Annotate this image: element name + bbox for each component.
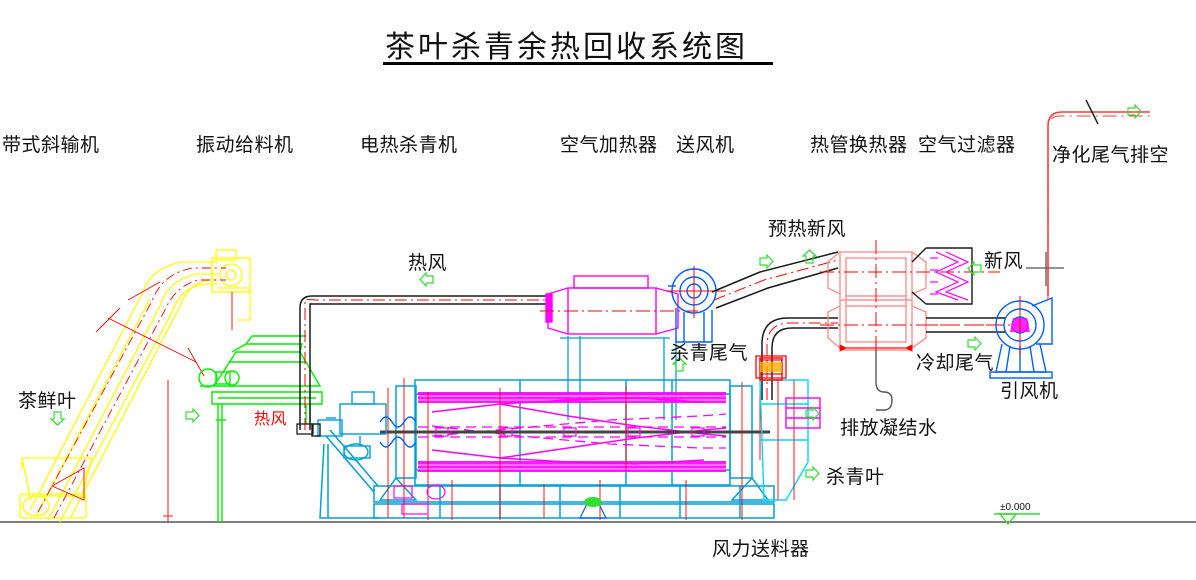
vibrating-feeder-graphic	[198, 335, 323, 522]
fixation-exhaust-hood-fill	[760, 362, 782, 372]
fixation-exhaust-hood	[755, 355, 787, 379]
label-induced-draft-fan: 引风机	[1000, 380, 1059, 402]
exhaust-stack-break-symbol	[1085, 99, 1099, 125]
label-cooled-exhaust-gas: 冷却尾气	[916, 352, 995, 374]
label-electric-fixation-machine: 电热杀青机	[360, 134, 458, 156]
blower-fan-graphic	[668, 268, 717, 343]
label-purified-exhaust-vent: 净化尾气排空	[1052, 144, 1170, 166]
air-heater-graphic	[545, 275, 679, 335]
label-hot-air-duct: 热风	[408, 252, 448, 274]
preheated-fresh-air-duct	[711, 251, 839, 309]
label-blower-fan: 送风机	[676, 134, 735, 156]
fixation-drum-helix-dashed	[418, 413, 727, 449]
label-fresh-air: 新风	[984, 250, 1024, 272]
label-air-heater: 空气加热器	[560, 134, 658, 156]
hot-air-duct	[296, 295, 548, 435]
fixation-machine-gearbox	[393, 484, 446, 515]
air-filter-media	[930, 251, 970, 301]
conveyor-centerline	[37, 267, 226, 519]
fixation-drum-heating-bands	[418, 392, 726, 472]
heat-pipe-exchanger-graphic	[827, 251, 927, 351]
label-vibrating-feeder: 振动给料机	[196, 134, 294, 156]
cooled-exhaust-duct	[926, 317, 1006, 333]
elevation-marker-text: ±0.000	[1000, 502, 1031, 513]
induced-draft-fan-graphic	[989, 296, 1053, 379]
air-heater-support	[560, 336, 677, 420]
label-hot-air-left: 热风	[254, 409, 288, 428]
discharge-hopper-inner	[777, 380, 795, 500]
condensate-drain-pipe	[875, 350, 893, 411]
label-fresh-tea-leaves: 茶鲜叶	[18, 390, 77, 412]
conveyor-dim-lines	[50, 281, 233, 522]
label-fixation-exhaust-gas: 杀青尾气	[670, 342, 749, 364]
belt-incline-conveyor-graphic	[19, 249, 251, 523]
label-pneumatic-feeder: 风力送料器	[712, 538, 810, 560]
label-air-filter: 空气过滤器	[918, 134, 1016, 156]
label-fixated-leaves: 杀青叶	[826, 466, 885, 488]
elevation-marker-symbol	[994, 513, 1040, 526]
fresh-air-inlet-line	[1026, 252, 1064, 286]
fixation-exhaust-duct	[761, 317, 838, 400]
fixation-machine-drive	[311, 391, 417, 461]
bottom-support-cap	[584, 497, 602, 507]
label-preheated-fresh-air: 预热新风	[768, 218, 847, 240]
drawing-title: 茶叶杀青余热回收系统图	[385, 30, 748, 65]
label-belt-incline-conveyor: 带式斜输机	[2, 134, 100, 156]
heat-exchanger-dim	[839, 344, 913, 352]
fixation-machine-construction-lines	[387, 378, 761, 520]
label-condensate-discharge: 排放凝结水	[840, 417, 938, 439]
exhaust-stack	[1047, 111, 1150, 296]
label-heat-pipe-exchanger: 热管换热器	[810, 134, 908, 156]
air-filter-graphic	[911, 247, 973, 305]
title-underline	[383, 62, 773, 65]
exhaust-stack-centerline	[1047, 115, 1150, 300]
discharge-hopper	[759, 379, 809, 501]
blower-fan-centerline	[666, 266, 726, 318]
